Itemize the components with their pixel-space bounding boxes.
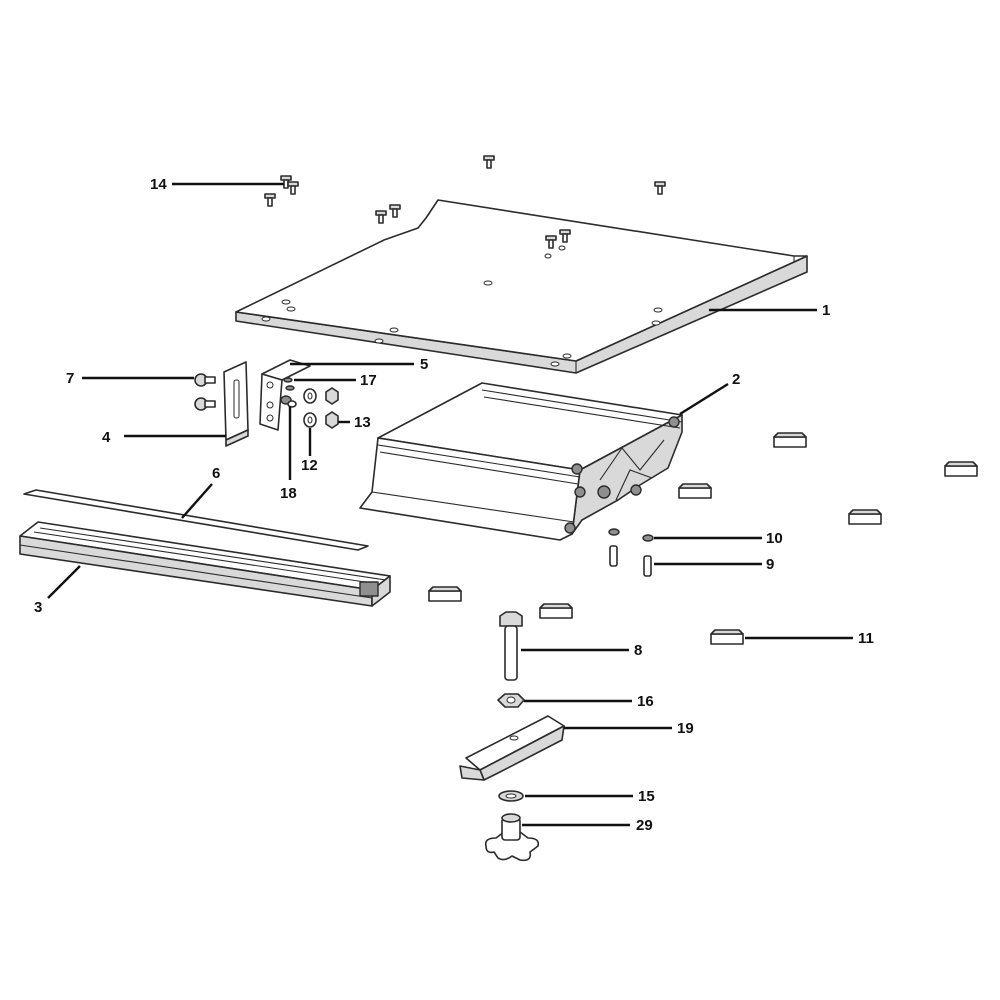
slide-blocks xyxy=(428,432,978,645)
screw-icon xyxy=(545,235,557,249)
slide-block-icon xyxy=(848,509,882,525)
part-12-washers xyxy=(303,388,317,428)
callout-18: 18 xyxy=(280,485,297,502)
slide-block-icon xyxy=(678,483,712,499)
part-15-washer xyxy=(498,790,524,802)
callout-12: 12 xyxy=(301,457,318,474)
callout-7: 7 xyxy=(66,370,74,387)
screw-icon xyxy=(559,229,571,243)
callout-11: 11 xyxy=(858,630,874,647)
leader-3 xyxy=(47,565,81,599)
screw-icon xyxy=(264,193,276,207)
slide-block-icon xyxy=(944,461,978,477)
part-6-strip xyxy=(23,489,369,551)
callout-13: 13 xyxy=(354,414,371,431)
slide-block-icon xyxy=(428,586,462,602)
part-13-nuts xyxy=(325,387,339,429)
bolt-icon xyxy=(194,373,216,387)
callout-2: 2 xyxy=(732,371,740,388)
callout-16: 16 xyxy=(637,693,654,710)
callout-9: 9 xyxy=(766,556,774,573)
callout-5: 5 xyxy=(420,356,428,373)
screw-icon xyxy=(389,204,401,218)
part-4-bracket xyxy=(223,361,249,447)
callout-4: 4 xyxy=(102,429,111,446)
part-9-pins xyxy=(609,545,652,577)
screw-icon xyxy=(375,210,387,224)
leader-lines xyxy=(47,182,853,827)
callout-8: 8 xyxy=(634,642,642,659)
slide-block-icon xyxy=(710,629,744,645)
part-29-star-knob xyxy=(484,813,540,862)
callout-19: 19 xyxy=(677,720,694,737)
slide-block-icon xyxy=(539,603,573,619)
slide-block-icon xyxy=(773,432,807,448)
part-18-screw xyxy=(280,395,297,408)
callout-10: 10 xyxy=(766,530,783,547)
callout-15: 15 xyxy=(638,788,655,805)
part-3-rail xyxy=(19,521,391,607)
part-8-long-bolt xyxy=(499,611,523,681)
callout-1: 1 xyxy=(822,302,830,319)
bolt-icon xyxy=(194,397,216,411)
part-10-nuts xyxy=(608,528,654,542)
screw-icon xyxy=(287,181,299,195)
part-1-table-plate xyxy=(235,199,808,374)
screw-icon xyxy=(654,181,666,195)
callout-6: 6 xyxy=(212,465,220,482)
callout-17: 17 xyxy=(360,372,377,389)
part-17-small-nuts xyxy=(283,377,295,391)
part-19-clamp-bar xyxy=(459,715,565,781)
callout-14: 14 xyxy=(150,176,167,193)
leader-6 xyxy=(181,483,213,519)
callout-3: 3 xyxy=(34,599,42,616)
part-16-nut xyxy=(497,693,525,708)
leader-2 xyxy=(679,382,729,416)
callout-29: 29 xyxy=(636,817,653,834)
part-14-screws xyxy=(264,155,666,249)
part-7-bolts xyxy=(194,373,216,411)
part-5-angle-bracket xyxy=(259,359,311,431)
callout-numbers: 1 2 3 4 5 6 7 8 9 10 11 12 13 14 15 16 1… xyxy=(34,176,874,834)
part-2-extrusion-body xyxy=(359,382,683,541)
screw-icon xyxy=(483,155,495,169)
